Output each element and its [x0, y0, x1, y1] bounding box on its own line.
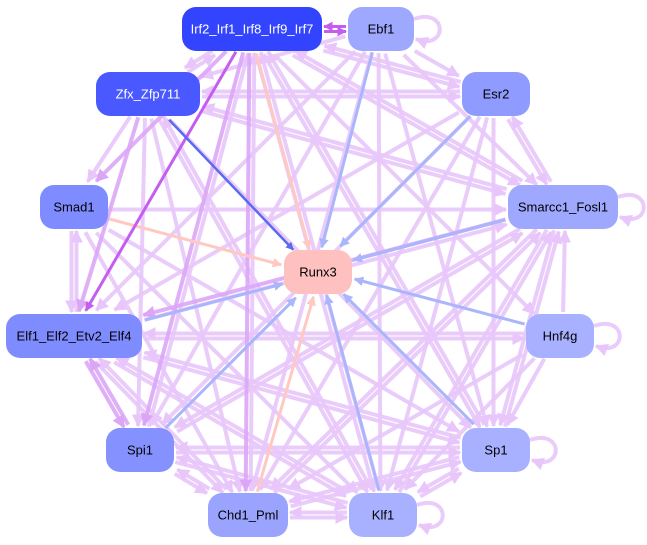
- edge-sp1-to-sp1: [529, 436, 558, 471]
- node-smad1[interactable]: Smad1: [40, 185, 108, 229]
- node-box-sp1[interactable]: [462, 428, 530, 472]
- edge-klf1-to-runx3: [324, 294, 381, 491]
- edge-hnf4g-to-hnf4g: [593, 322, 622, 357]
- node-smarcc1[interactable]: Smarcc1_Fosl1: [508, 185, 618, 229]
- edge-smarcc1-to-esr2: [510, 115, 553, 183]
- node-runx3[interactable]: Runx3: [284, 250, 352, 294]
- edge-esr2-to-smarcc1: [506, 118, 549, 186]
- edge-zfx-to-elf1: [76, 116, 141, 313]
- node-box-zfx[interactable]: [96, 72, 200, 116]
- node-label-klf1: Klf1: [372, 508, 394, 523]
- edge-zfx-to-runx3: [168, 118, 295, 251]
- edge-hnf4g-to-smarcc1: [558, 229, 572, 313]
- edge-irf-to-elf1: [84, 50, 238, 312]
- edge-elf1-to-spi1: [84, 360, 126, 429]
- edge-esr2-to-runx3: [339, 115, 472, 248]
- node-box-hnf4g[interactable]: [526, 314, 594, 358]
- edge-klf1-to-klf1: [416, 501, 445, 536]
- edge-chd1-to-smarcc1: [272, 231, 542, 495]
- node-label-esr2: Esr2: [483, 87, 510, 102]
- edge-smad1-to-runx3: [108, 217, 283, 268]
- node-label-elf1: Elf1_Elf2_Etv2_Elf4: [17, 329, 132, 344]
- node-elf1[interactable]: Elf1_Elf2_Etv2_Elf4: [6, 314, 142, 358]
- edge-smarcc1-to-spi1: [173, 227, 521, 429]
- edge-ebf1-to-klf1: [373, 53, 387, 493]
- edge-irf-to-spi1: [140, 51, 246, 427]
- node-sp1[interactable]: Sp1: [462, 428, 530, 472]
- node-label-smarcc1: Smarcc1_Fosl1: [518, 200, 608, 215]
- node-label-zfx: Zfx_Zfp711: [116, 87, 181, 102]
- edge-spi1-to-irf: [146, 52, 252, 428]
- edge-klf1-to-zfx: [161, 115, 374, 491]
- edge-zfx-to-irf: [186, 53, 217, 74]
- edge-irf-to-runx3: [254, 53, 312, 250]
- node-label-irf: Irf2_Irf1_Irf8_Irf9_Irf7: [191, 22, 314, 37]
- node-spi1[interactable]: Spi1: [106, 428, 174, 472]
- node-box-smarcc1[interactable]: [508, 185, 618, 229]
- node-irf[interactable]: Irf2_Irf1_Irf8_Irf9_Irf7: [182, 7, 322, 51]
- node-box-irf[interactable]: [182, 7, 322, 51]
- node-label-runx3: Runx3: [299, 265, 337, 280]
- node-zfx[interactable]: Zfx_Zfp711: [96, 72, 200, 116]
- edge-klf1-to-smarcc1: [397, 231, 553, 494]
- edge-hnf4g-to-runx3: [353, 276, 526, 326]
- node-label-smad1: Smad1: [53, 200, 94, 215]
- node-box-esr2[interactable]: [462, 72, 530, 116]
- node-box-spi1[interactable]: [106, 428, 174, 472]
- node-label-sp1: Sp1: [484, 443, 507, 458]
- edge-elf1-to-runx3: [144, 281, 284, 322]
- edge-ebf1-to-esr2: [413, 49, 460, 78]
- node-label-spi1: Spi1: [127, 443, 153, 458]
- edge-sp1-to-runx3: [342, 293, 475, 426]
- edge-zfx-to-klf1: [157, 118, 370, 494]
- edge-klf1-to-sp1: [419, 471, 463, 499]
- edge-esr2-to-irf: [323, 42, 462, 84]
- edge-irf-to-chd1: [239, 52, 253, 493]
- node-klf1[interactable]: Klf1: [349, 493, 417, 537]
- node-box-ebf1[interactable]: [348, 7, 414, 51]
- edge-chd1-to-spi1: [176, 467, 211, 491]
- edge-ebf1-to-smarcc1: [402, 53, 539, 187]
- edge-irf-to-esr2: [322, 48, 461, 91]
- edge-ebf1-to-runx3: [319, 51, 374, 249]
- node-chd1[interactable]: Chd1_Pml: [208, 493, 288, 537]
- edge-spi1-to-runx3: [164, 296, 297, 429]
- edge-sp1-to-elf1: [143, 349, 462, 440]
- edge-zfx-to-smad1: [85, 115, 132, 183]
- edge-smarcc1-to-irf: [294, 49, 524, 183]
- edge-spi1-to-smarcc1: [176, 231, 524, 434]
- edge-elf1-to-sp1: [142, 355, 461, 446]
- edge-irf-to-smad1: [94, 49, 228, 183]
- node-hnf4g[interactable]: Hnf4g: [526, 314, 594, 358]
- node-box-chd1[interactable]: [208, 493, 288, 537]
- edge-chd1-to-elf1: [97, 356, 228, 491]
- edge-spi1-to-elf1: [88, 357, 130, 426]
- node-label-hnf4g: Hnf4g: [543, 329, 578, 344]
- edge-irf-to-sp1: [262, 53, 482, 429]
- edges-layer: [65, 15, 646, 536]
- node-box-runx3[interactable]: [284, 250, 352, 294]
- edge-esr2-to-chd1: [258, 115, 482, 491]
- node-box-smad1[interactable]: [40, 185, 108, 229]
- edge-smarcc1-to-smarcc1: [617, 193, 646, 228]
- edge-chd1-to-runx3: [255, 295, 316, 493]
- edge-smarcc1-to-runx3: [352, 218, 506, 263]
- edge-hnf4g-to-sp1: [505, 357, 547, 426]
- node-esr2[interactable]: Esr2: [462, 72, 530, 116]
- node-box-elf1[interactable]: [6, 314, 142, 358]
- edge-irf-to-zfx: [183, 49, 214, 70]
- node-label-chd1: Chd1_Pml: [218, 508, 279, 523]
- node-label-ebf1: Ebf1: [368, 22, 395, 37]
- edge-sp1-to-irf: [266, 50, 486, 426]
- node-ebf1[interactable]: Ebf1: [348, 7, 414, 51]
- node-box-klf1[interactable]: [349, 493, 417, 537]
- edge-ebf1-to-ebf1: [413, 15, 442, 50]
